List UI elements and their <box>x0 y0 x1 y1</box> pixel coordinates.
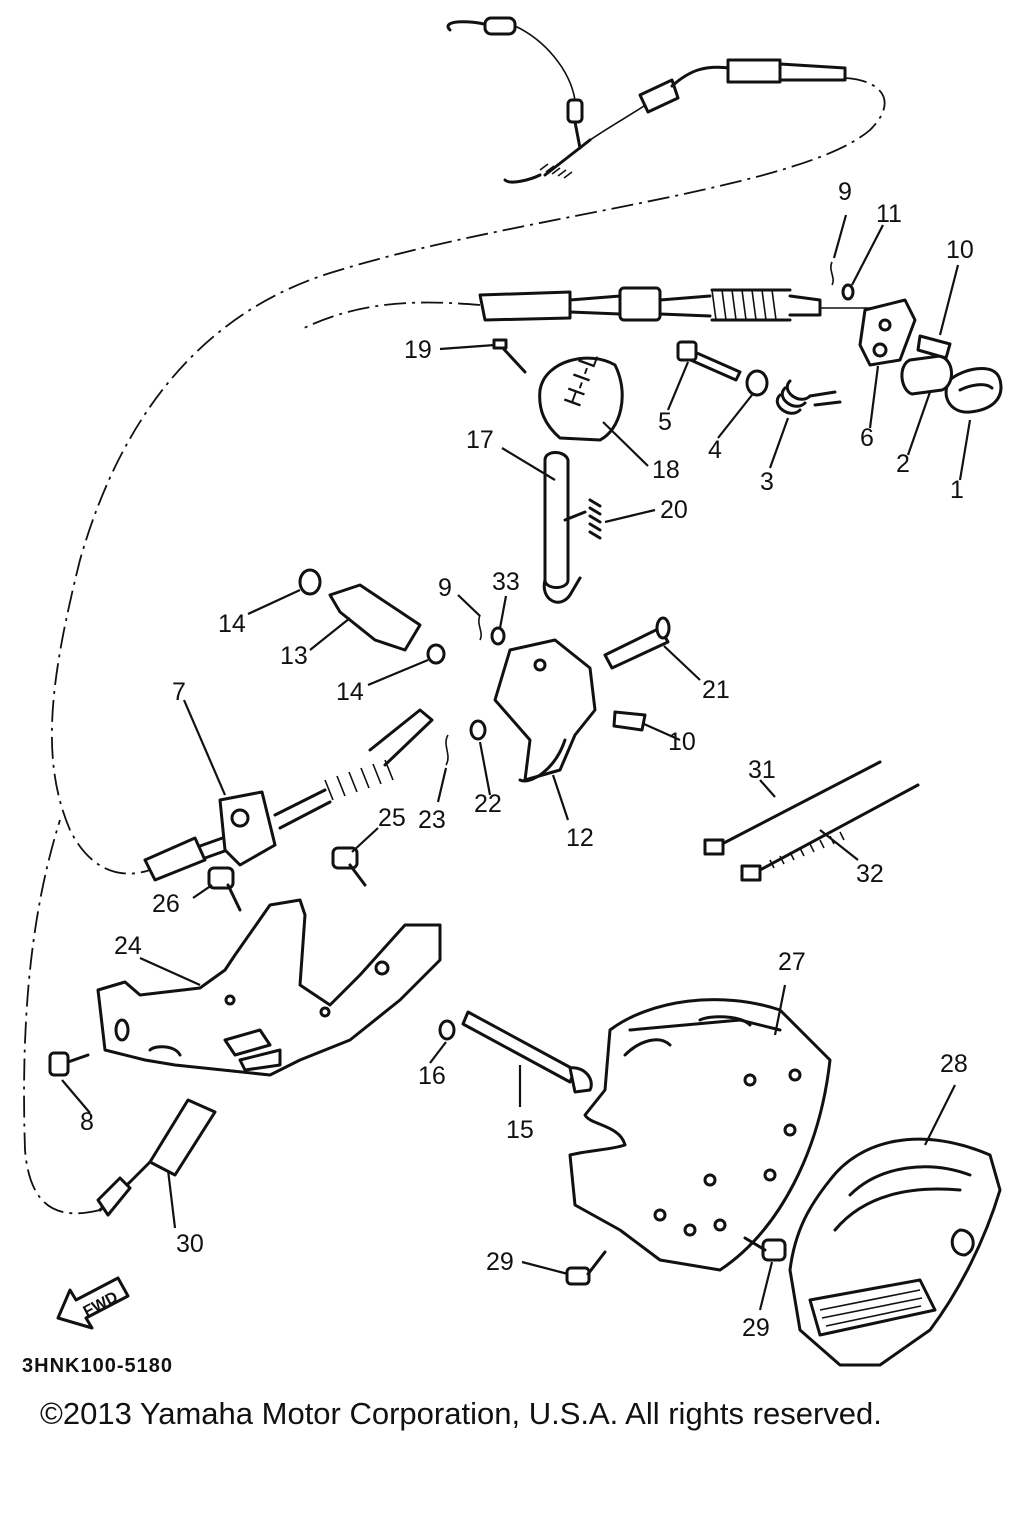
callout-17: 17 <box>466 426 494 454</box>
callout-9-upper: 9 <box>838 178 852 206</box>
callout-26: 26 <box>152 890 180 918</box>
callout-11: 11 <box>876 200 902 228</box>
callout-32: 32 <box>856 860 884 888</box>
shift-cable-lower <box>143 708 434 882</box>
callout-10-upper: 10 <box>946 236 974 264</box>
shift-knob <box>538 356 624 442</box>
callout-22: 22 <box>474 790 502 818</box>
leader-lines <box>61 214 972 1311</box>
callout-6: 6 <box>860 424 874 452</box>
callout-2: 2 <box>896 450 910 478</box>
callout-14-lower: 14 <box>336 678 364 706</box>
callout-28: 28 <box>940 1050 968 1078</box>
shift-lever-assembly: H-I-L <box>492 338 624 604</box>
callout-12: 12 <box>566 824 594 852</box>
callout-3: 3 <box>760 468 774 496</box>
callout-10-lower: 10 <box>668 728 696 756</box>
upper-right-hardware <box>676 261 1003 415</box>
housing-cover <box>568 998 832 1272</box>
callout-19: 19 <box>404 336 432 364</box>
callout-33: 33 <box>492 568 520 596</box>
upper-cable-routing-line <box>299 301 481 331</box>
callout-27: 27 <box>778 948 806 976</box>
callout-30: 30 <box>176 1230 204 1258</box>
cable-routing-line <box>50 77 886 875</box>
callout-20: 20 <box>660 496 688 524</box>
bracket-hardware <box>48 1010 593 1094</box>
lower-cable-routing-line <box>23 819 101 1215</box>
callout-25: 25 <box>378 804 406 832</box>
main-bracket <box>96 898 442 1077</box>
bracket-bolts <box>207 846 367 912</box>
copyright-notice: ©2013 Yamaha Motor Corporation, U.S.A. A… <box>40 1396 882 1431</box>
cable-ties <box>703 760 920 882</box>
callout-29-right: 29 <box>742 1314 770 1342</box>
callout-18: 18 <box>652 456 680 484</box>
callout-21: 21 <box>702 676 730 704</box>
callout-labels: 1 2 3 4 5 6 9 11 10 19 17 18 20 14 13 14… <box>80 178 974 1342</box>
callout-5: 5 <box>658 408 672 436</box>
callout-23: 23 <box>418 806 446 834</box>
cover-bolts <box>565 1236 787 1286</box>
shift-cable-upper <box>478 286 870 322</box>
callout-29-left: 29 <box>486 1248 514 1276</box>
callout-7: 7 <box>172 678 186 706</box>
callout-8: 8 <box>80 1108 94 1136</box>
callout-15: 15 <box>506 1116 534 1144</box>
center-linkage <box>298 568 671 783</box>
outer-cover <box>788 1137 1002 1367</box>
callout-14-upper: 14 <box>218 610 246 638</box>
callout-13: 13 <box>280 642 308 670</box>
upper-cable-end-assembly <box>446 16 847 184</box>
callout-9-lower: 9 <box>438 574 452 602</box>
document-code: 3HNK100-5180 <box>22 1355 173 1377</box>
callout-16: 16 <box>418 1062 446 1090</box>
forward-direction-arrow: FWD <box>56 1276 130 1330</box>
callout-4: 4 <box>708 436 722 464</box>
lower-cable-end <box>96 1098 217 1217</box>
callout-31: 31 <box>748 756 776 784</box>
callout-1: 1 <box>950 476 964 504</box>
callout-24: 24 <box>114 932 142 960</box>
